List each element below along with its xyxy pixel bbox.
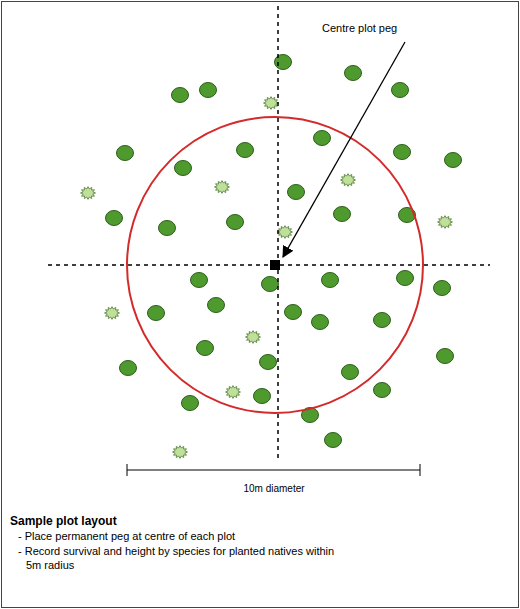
scale-tick [127, 464, 128, 476]
leader-arrow [283, 42, 405, 257]
shrubs [81, 55, 462, 459]
native-shrub [445, 153, 462, 168]
native-shrub [197, 341, 214, 356]
native-shrub [374, 383, 391, 398]
young-shrub [264, 97, 279, 110]
young-shrub [246, 331, 261, 344]
native-shrub [437, 349, 454, 364]
native-shrub [394, 145, 411, 160]
young-shrub [105, 307, 120, 320]
native-shrub [254, 389, 271, 404]
native-shrub [345, 66, 362, 81]
centre-peg [270, 260, 280, 270]
native-shrub [314, 131, 331, 146]
note-line: - Place permanent peg at centre of each … [18, 530, 346, 544]
native-shrub [334, 207, 351, 222]
young-shrub [341, 174, 356, 187]
axis-vertical [277, 6, 279, 460]
native-shrub [159, 221, 176, 236]
young-shrub [278, 226, 293, 239]
axis-horizontal [48, 264, 490, 266]
native-shrub [288, 185, 305, 200]
native-shrub [285, 305, 302, 320]
native-shrub [322, 273, 339, 288]
native-shrub [392, 83, 409, 98]
scale-tick [420, 464, 421, 476]
dimension-label: 10m diameter [214, 483, 334, 496]
native-shrub [148, 306, 165, 321]
young-shrub [226, 386, 241, 399]
native-shrub [260, 355, 277, 370]
native-shrub [227, 215, 244, 230]
note-line: - Record survival and height by species … [18, 545, 346, 573]
callout-label: Centre plot peg [322, 22, 397, 36]
native-shrub [117, 146, 134, 161]
note-heading: Sample plot layout [10, 514, 117, 529]
native-shrub [397, 271, 414, 286]
native-shrub [434, 281, 451, 296]
native-shrub [175, 161, 192, 176]
native-shrub [106, 211, 123, 226]
native-shrub [200, 83, 217, 98]
scale-bar [127, 470, 420, 471]
native-shrub [208, 298, 225, 313]
native-shrub [172, 88, 189, 103]
native-shrub [374, 313, 391, 328]
native-shrub [237, 143, 254, 158]
young-shrub [81, 187, 96, 200]
native-shrub [312, 315, 329, 330]
native-shrub [325, 433, 342, 448]
native-shrub [275, 55, 292, 70]
native-shrub [120, 361, 137, 376]
young-shrub [215, 181, 230, 194]
young-shrub [438, 216, 453, 229]
young-shrub [173, 446, 188, 459]
native-shrub [182, 396, 199, 411]
native-shrub [191, 273, 208, 288]
native-shrub [262, 277, 279, 292]
native-shrub [342, 365, 359, 380]
